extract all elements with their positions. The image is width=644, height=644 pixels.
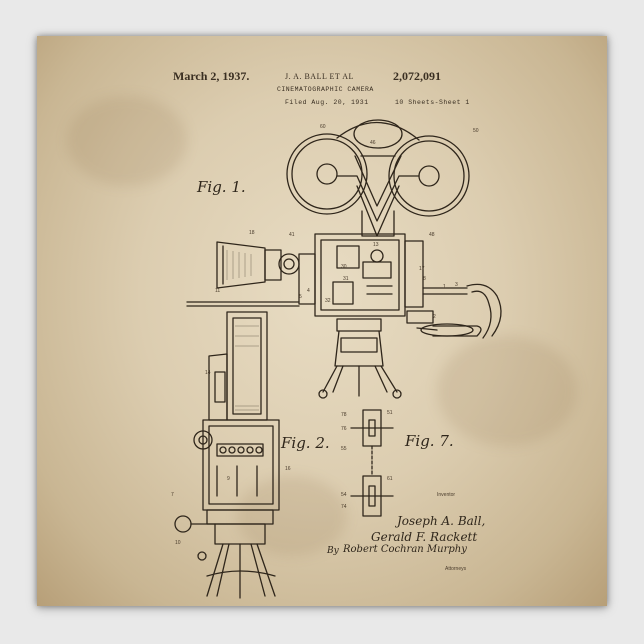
ref-numeral: 74 — [341, 504, 347, 510]
ref-numeral: 32 — [325, 298, 331, 304]
ref-numeral: 61 — [387, 476, 393, 482]
fig-1-label: Fig. 1. — [197, 178, 246, 196]
patent-poster: March 2, 1937. J. A. BALL ET AL 2,072,09… — [37, 36, 607, 606]
ref-numeral: 1 — [443, 284, 446, 290]
tripod-head — [319, 319, 401, 398]
ref-numeral: 8 — [423, 276, 426, 282]
camera-body — [187, 234, 501, 338]
film-magazine — [287, 120, 469, 236]
ref-numeral: 46 — [370, 140, 376, 146]
fig-2-label: Fig. 2. — [281, 434, 330, 452]
ref-numeral: 10 — [175, 540, 181, 546]
inventor-name-2: Gerald F. Rackett — [371, 530, 477, 544]
figure-2-camera-side — [175, 312, 279, 598]
ref-numeral: 16 — [285, 466, 291, 472]
attorney-signature: Robert Cochran Murphy — [343, 544, 467, 555]
attorney-prefix: By — [327, 546, 339, 556]
ref-numeral: 14 — [205, 370, 211, 376]
attorney-label: Attorneys — [445, 566, 466, 572]
figure-7-detail — [351, 410, 393, 516]
ref-numeral: 18 — [249, 230, 255, 236]
ref-numeral: 55 — [341, 446, 347, 452]
ref-numeral: 4 — [307, 288, 310, 294]
ref-numeral: 54 — [341, 492, 347, 498]
ref-numeral: 50 — [473, 128, 479, 134]
ref-numeral: 11 — [215, 288, 220, 294]
ref-numeral: 31 — [343, 276, 349, 282]
ref-numeral: 48 — [429, 232, 435, 238]
ref-numeral: 9 — [227, 476, 230, 482]
ref-numeral: 2 — [433, 314, 436, 320]
inventor-name-1: Joseph A. Ball, — [397, 514, 485, 528]
ref-numeral: 3 — [455, 282, 458, 288]
ref-numeral: 60 — [320, 124, 326, 130]
ref-numeral: 13 — [373, 242, 379, 248]
ref-numeral: 78 — [341, 412, 347, 418]
camera-patent-drawing — [37, 36, 607, 606]
inventor-label: Inventor — [437, 492, 455, 498]
ref-numeral: 76 — [341, 426, 347, 432]
fig-7-label: Fig. 7. — [405, 432, 454, 450]
ref-numeral: 7 — [171, 492, 174, 498]
ref-numeral: 5 — [299, 294, 302, 300]
ref-numeral: 41 — [289, 232, 295, 238]
ref-numeral: 17 — [419, 266, 425, 272]
ref-numeral: 51 — [387, 410, 393, 416]
ref-numeral: 30 — [341, 264, 347, 270]
